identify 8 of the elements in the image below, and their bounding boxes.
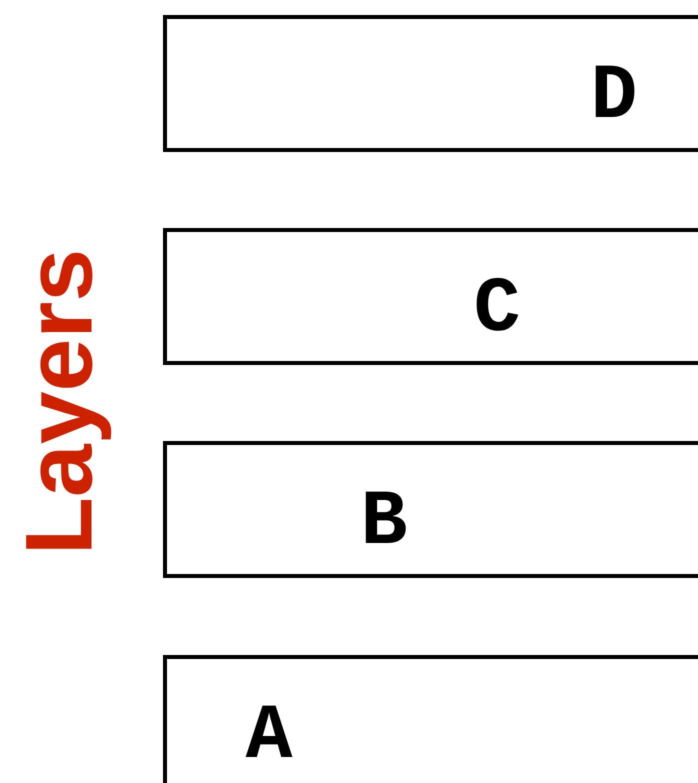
- layer-label: C: [474, 271, 520, 349]
- layer-box: [163, 15, 698, 152]
- layer-label: A: [246, 698, 292, 776]
- layer-box: [163, 655, 698, 783]
- layer-box: [163, 441, 698, 578]
- layer-label: D: [590, 58, 638, 136]
- layer-box: [163, 228, 698, 365]
- layer-label: B: [360, 484, 408, 562]
